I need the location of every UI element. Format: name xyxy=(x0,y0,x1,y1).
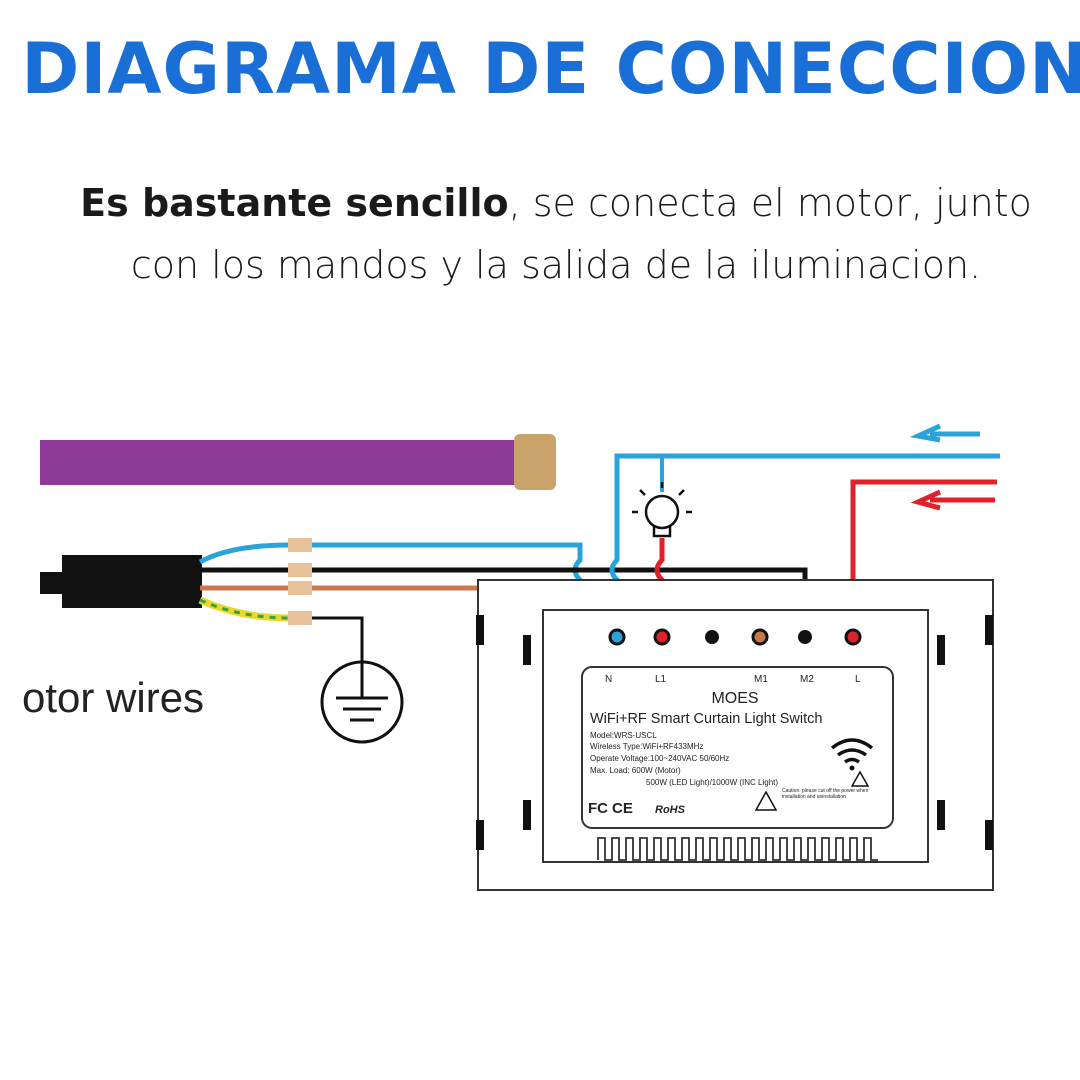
terminal-n: N xyxy=(605,674,612,685)
wire-connectors xyxy=(288,538,312,625)
motor-cap xyxy=(514,434,556,490)
page-title: DIAGRAMA DE CONECCION xyxy=(21,28,1080,110)
wire-blue-motor xyxy=(198,542,617,640)
motor-wires-label: otor wires xyxy=(22,674,204,721)
device-label xyxy=(581,666,894,829)
terminals xyxy=(608,628,862,646)
red-arrow-icon xyxy=(910,489,995,511)
cooling-fins xyxy=(597,837,878,861)
terminal-l: L xyxy=(855,674,861,685)
motor-cable-sheath xyxy=(62,555,202,608)
subtitle-bold: Es bastante sencillo xyxy=(80,181,509,225)
rohs-mark: RoHS xyxy=(655,804,686,816)
wireless-text: Wireless Type:WiFi+RF433MHz xyxy=(590,742,703,751)
ground-icon xyxy=(320,660,404,744)
load-motor-text: Max. Load: 600W (Motor) xyxy=(590,766,681,775)
voltage-text: Operate Voltage:100~240VAC 50/60Hz xyxy=(590,754,729,763)
wire-yellow-green xyxy=(198,596,291,622)
load-light-text: 500W (LED Light)/1000W (INC Light) xyxy=(646,778,778,787)
model-text: Model:WRS-USCL xyxy=(590,731,657,740)
brand-logo: MOES xyxy=(711,690,758,707)
light-bulb-icon xyxy=(632,482,692,538)
subtitle-line2: con los mandos y la salida de la ilumina… xyxy=(130,243,982,287)
wifi-icon xyxy=(830,738,874,764)
terminal-m2: M2 xyxy=(800,674,814,685)
subtitle: Es bastante sencillo, se conecta el moto… xyxy=(0,172,1080,296)
subtitle-line1: , se conecta el motor, junto xyxy=(508,181,1032,225)
warning-icon xyxy=(754,790,778,811)
wire-ground xyxy=(312,616,364,668)
ce-mark: CE xyxy=(612,800,633,817)
terminal-l1: L1 xyxy=(655,674,667,685)
fcc-mark: FC xyxy=(588,800,608,817)
blue-arrow-icon xyxy=(909,423,980,443)
product-name: WiFi+RF Smart Curtain Light Switch xyxy=(590,711,822,727)
caution-text: Caution: please cut off the power when i… xyxy=(782,788,869,800)
terminal-m1: M1 xyxy=(754,674,768,685)
tubular-motor xyxy=(40,440,518,485)
